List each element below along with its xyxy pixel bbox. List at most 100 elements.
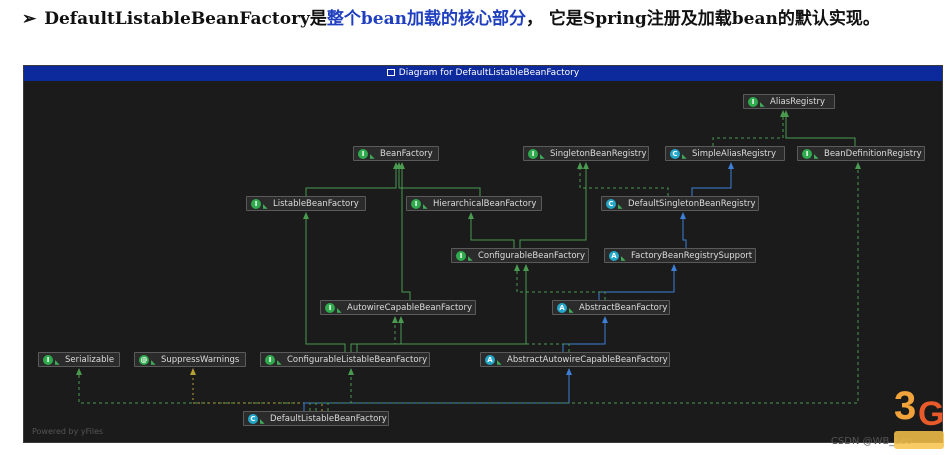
heading: ➢ DefaultListableBeanFactory是整个bean加载的核心部… [22, 6, 932, 32]
type-c-icon: C [606, 199, 616, 209]
type-c-icon: C [248, 414, 258, 424]
logo-icon: 3 G [894, 384, 944, 449]
edge-abstractbeanfactory-to-configurablebeanfactory [514, 264, 606, 300]
node-suppress-warnings[interactable]: @◣ SuppressWarnings [134, 352, 246, 367]
type-i-icon: I [43, 355, 53, 365]
svg-text:3: 3 [894, 384, 916, 428]
heading-highlight: 整个bean加载的核心部分 [326, 9, 526, 29]
type-i-icon: I [456, 251, 466, 261]
type-a-icon: A [609, 251, 619, 261]
edge-abstractautowirecapablebeanfactory-to-abstractbeanfactory [562, 316, 608, 352]
node-simple-alias-registry[interactable]: C◣ SimpleAliasRegistry [665, 146, 785, 161]
edge-configurablelistablebeanfactory-to-configurablebeanfactory [356, 264, 529, 352]
edge-defaultlistablebeanfactory-to-serializable [76, 368, 317, 411]
node-label: AutowireCapableBeanFactory [347, 303, 473, 313]
visibility-icon: ◣ [814, 153, 819, 160]
edge-abstractautowirecapablebeanfactory-to-autowirecapablebeanfactory [392, 316, 570, 352]
edge-defaultlistablebeanfactory-to-suppresswarnings [190, 368, 323, 411]
type-i-icon: I [411, 199, 421, 209]
bullet-arrow-icon: ➢ [22, 9, 37, 29]
visibility-icon: ◣ [151, 359, 156, 366]
visibility-icon: ◣ [260, 418, 265, 425]
visibility-icon: ◣ [55, 359, 60, 366]
watermark: CSDN @WB_Leo [830, 436, 912, 447]
node-label: AbstractAutowireCapableBeanFactory [507, 355, 668, 365]
node-singleton-bean-registry[interactable]: I◣ SingletonBeanRegistry [523, 146, 649, 161]
edge-defaultlistablebeanfactory-to-configurablelistablebeanfactory [327, 368, 354, 411]
node-autowire-capable-bean-factory[interactable]: I◣ AutowireCapableBeanFactory [320, 300, 476, 315]
edge-hierarchicalbeanfactory-to-beanfactory [396, 162, 481, 196]
node-factory-bean-registry-support[interactable]: A◣FactoryBeanRegistrySupport [604, 248, 756, 263]
visibility-icon: ◣ [618, 203, 623, 210]
type-c-icon: C [670, 149, 680, 159]
node-abstract-bean-factory[interactable]: A◣ AbstractBeanFactory [552, 300, 670, 315]
edges-layer [76, 110, 861, 411]
powered-by-label: Powered by yFiles [32, 427, 104, 436]
svg-text:G: G [918, 395, 944, 433]
diagram-title: Diagram for DefaultListableBeanFactory [398, 68, 580, 78]
edge-configurablebeanfactory-to-hierarchicalbeanfactory [468, 212, 515, 248]
node-abstract-autowire-capable-bean-factory[interactable]: A◣ AbstractAutowireCapableBeanFactory [480, 352, 670, 367]
visibility-icon: ◣ [277, 359, 282, 366]
type-i-icon: I [748, 97, 758, 107]
node-default-singleton-bean-registry[interactable]: C◣ DefaultSingletonBeanRegistry [601, 196, 759, 211]
node-configurable-listable-bean-factory[interactable]: I◣ ConfigurableListableBeanFactory [260, 352, 430, 367]
node-configurable-bean-factory[interactable]: I◣ ConfigurableBeanFactory [451, 248, 589, 263]
node-label: DefaultSingletonBeanRegistry [628, 199, 756, 209]
node-bean-definition-registry[interactable]: I◣ BeanDefinitionRegistry [797, 146, 925, 161]
visibility-icon: ◣ [497, 359, 502, 366]
node-label: SuppressWarnings [161, 355, 240, 365]
visibility-icon: ◣ [760, 101, 765, 108]
node-bean-factory[interactable]: I◣BeanFactory [353, 146, 439, 161]
node-label: ConfigurableBeanFactory [478, 251, 586, 261]
node-label: Serializable [65, 355, 115, 365]
visibility-icon: ◣ [540, 153, 545, 160]
visibility-icon: ◣ [569, 307, 574, 314]
edge-defaultsingletonbeanregistry-to-simplealiasregistry [691, 162, 734, 196]
node-serializable[interactable]: I◣ Serializable [38, 352, 120, 367]
type-i-icon: I [265, 355, 275, 365]
node-label: ListableBeanFactory [273, 199, 359, 209]
edge-configurablelistablebeanfactory-to-listablebeanfactory [303, 212, 346, 352]
node-label: SimpleAliasRegistry [692, 149, 776, 159]
node-listable-bean-factory[interactable]: I◣ ListableBeanFactory [246, 196, 366, 211]
node-hierarchical-bean-factory[interactable]: I◣ HierarchicalBeanFactory [406, 196, 542, 211]
heading-text-part1: DefaultListableBeanFactory是 [44, 9, 327, 29]
node-default-listable-bean-factory[interactable]: C◣ DefaultListableBeanFactory [243, 411, 389, 426]
heading-text-part2: ， 它是Spring注册及加载bean的默认实现。 [526, 9, 880, 29]
visibility-icon: ◣ [263, 203, 268, 210]
edge-listablebeanfactory-to-beanfactory [305, 162, 399, 196]
diagram-icon [386, 69, 395, 76]
edge-configurablebeanfactory-to-singletonbeanregistry [519, 162, 589, 248]
node-label: ConfigurableListableBeanFactory [287, 355, 428, 365]
edge-abstractbeanfactory-to-factorybeanregistrysupport [598, 264, 677, 300]
type-i-icon: I [325, 303, 335, 313]
type-at-icon: @ [139, 355, 149, 365]
edge-defaultlistablebeanfactory-to-beandefinitionregistry [309, 162, 861, 411]
type-a-icon: A [485, 355, 495, 365]
edge-beandefinitionregistry-to-aliasregistry [783, 110, 856, 146]
node-label: BeanDefinitionRegistry [824, 149, 922, 159]
type-i-icon: I [251, 199, 261, 209]
type-a-icon: A [557, 303, 567, 313]
node-label: FactoryBeanRegistrySupport [631, 251, 753, 261]
visibility-icon: ◣ [682, 153, 687, 160]
visibility-icon: ◣ [468, 255, 473, 262]
type-i-icon: I [528, 149, 538, 159]
visibility-icon: ◣ [337, 307, 342, 314]
node-label: DefaultListableBeanFactory [270, 414, 387, 424]
diagram-title-bar: Diagram for DefaultListableBeanFactory [24, 66, 942, 81]
visibility-icon: ◣ [423, 203, 428, 210]
node-label: AliasRegistry [770, 97, 825, 107]
node-label: BeanFactory [380, 149, 433, 159]
edge-simplealiasregistry-to-aliasregistry [712, 110, 786, 146]
edge-factorybeanregistrysupport-to-defaultsingletonbeanregistry [680, 212, 687, 248]
node-label: HierarchicalBeanFactory [433, 199, 537, 209]
node-alias-registry[interactable]: I◣ AliasRegistry [743, 94, 835, 109]
node-label: AbstractBeanFactory [579, 303, 668, 313]
edge-defaultlistablebeanfactory-to-abstractautowirecapablebeanfactory [303, 368, 572, 411]
edge-configurablelistablebeanfactory-to-autowirecapablebeanfactory [350, 316, 404, 352]
edge-autowirecapablebeanfactory-to-beanfactory [399, 162, 411, 300]
type-i-icon: I [802, 149, 812, 159]
node-label: SingletonBeanRegistry [550, 149, 647, 159]
